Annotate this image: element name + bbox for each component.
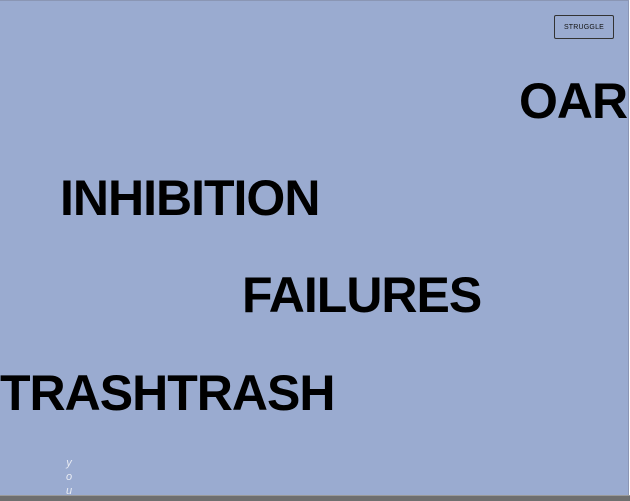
word-failures: FAILURES bbox=[242, 267, 482, 323]
word-inhibition: INHIBITION bbox=[60, 170, 320, 226]
word-trashtrash: TRASHTRASH bbox=[0, 365, 335, 421]
bottom-bar bbox=[0, 495, 630, 501]
struggle-button[interactable]: STRUGGLE bbox=[554, 15, 614, 39]
vertical-text-you: you bbox=[65, 457, 73, 497]
word-oar: OAR bbox=[519, 73, 628, 129]
